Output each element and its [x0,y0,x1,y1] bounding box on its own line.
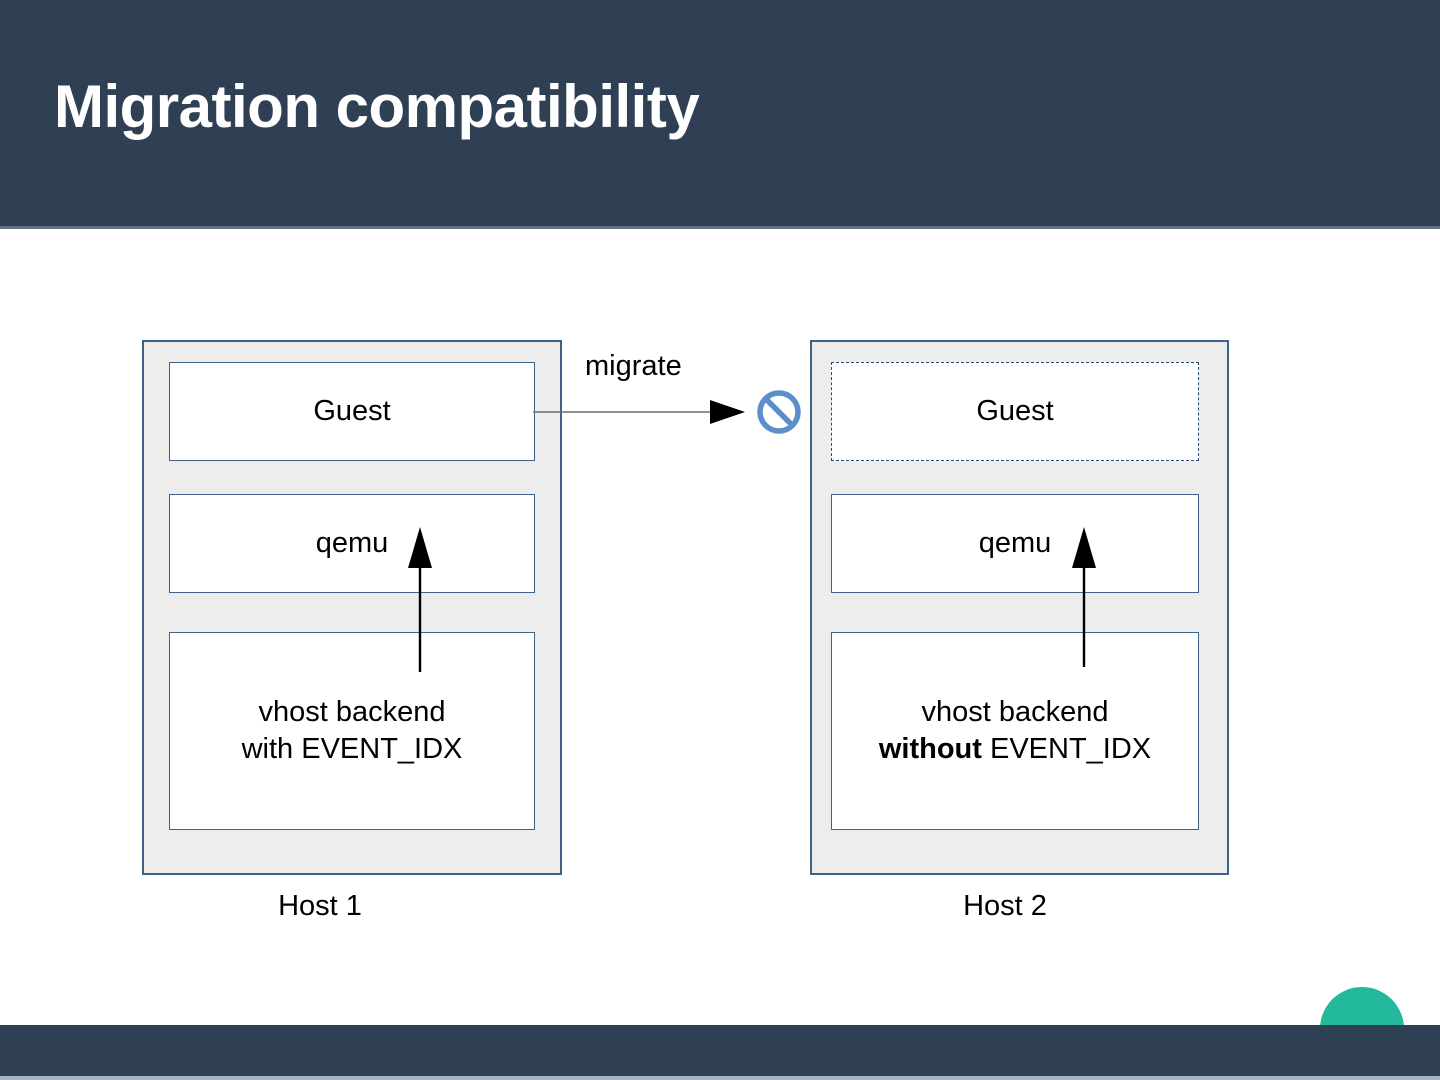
migrate-edge-label: migrate [585,350,682,382]
host-1-guest-label: Guest [313,395,391,428]
host-2-qemu-label: qemu [978,527,1052,560]
host-2-vhost-line2-prefix: without [878,733,982,765]
footer-underline [0,1076,1440,1080]
host-2-caption: Host 2 [963,890,1047,922]
slide-header: Migration compatibility [0,0,1440,229]
host-1-vhost-line1: vhost backend [258,696,446,729]
host-1-qemu-box: qemu [169,494,535,593]
host-1-qemu-label: qemu [315,527,389,560]
host-2-qemu-box: qemu [831,494,1199,593]
host-2-vhost-backend-box: vhost backend without EVENT_IDX [831,632,1199,830]
host-2-guest-box: Guest [831,362,1199,461]
host-1-caption: Host 1 [278,890,362,922]
host-1-vhost-backend-box: vhost backend with EVENT_IDX [169,632,535,830]
host-2-vhost-line2-suffix: EVENT_IDX [981,733,1152,765]
host-2-guest-label: Guest [976,395,1054,428]
host-2-vhost-backend-label: vhost backend without EVENT_IDX [879,694,1151,767]
prohibition-icon [757,390,801,434]
host-1-vhost-line2-prefix: with [241,733,294,765]
slide-footer [0,1025,1440,1076]
host-1-vhost-backend-label: vhost backend with EVENT_IDX [242,694,463,767]
migrate-arrow [533,400,745,424]
host-1-vhost-line2-suffix: EVENT_IDX [293,733,463,765]
host-1-guest-box: Guest [169,362,535,461]
page-title: Migration compatibility [54,73,700,140]
host-2-vhost-line1: vhost backend [921,696,1109,729]
